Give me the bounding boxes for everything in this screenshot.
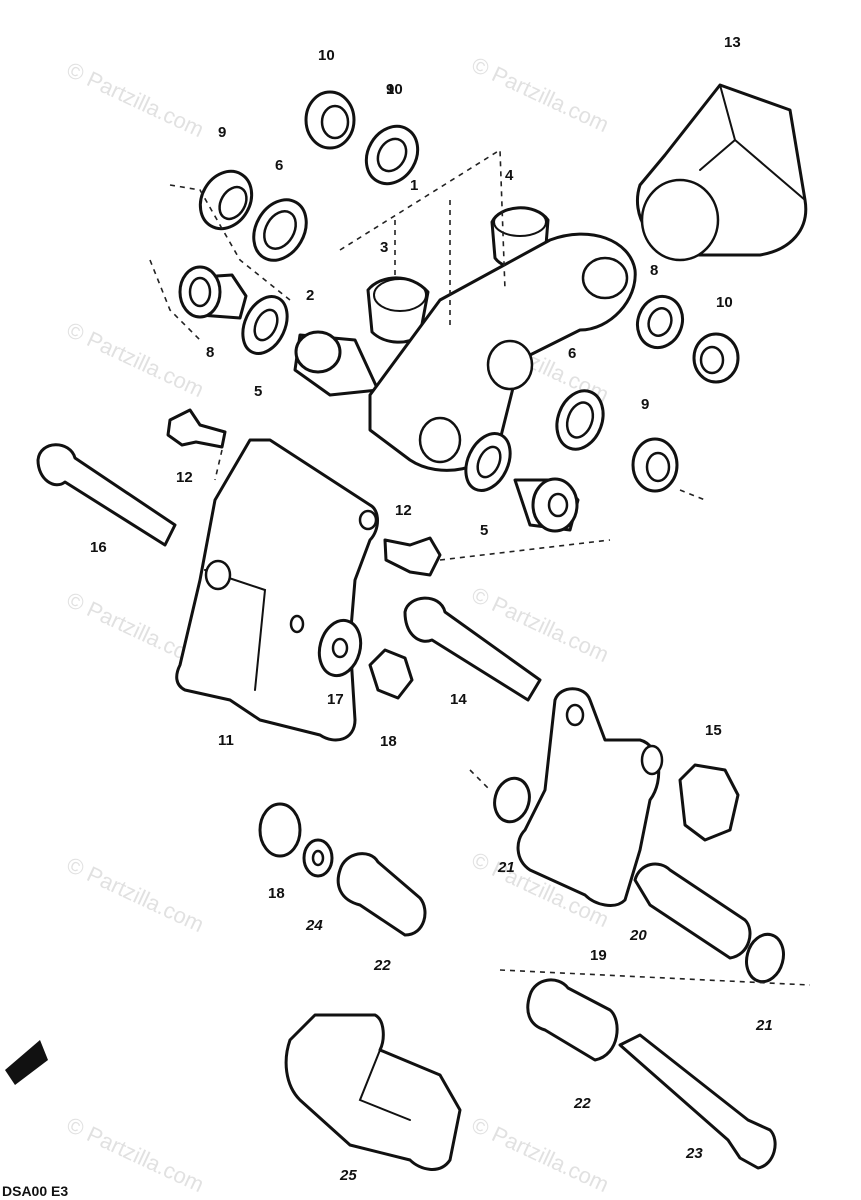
part-rod-19 (516, 687, 664, 907)
part-collar-18-bottom (258, 802, 302, 858)
watermark: © Partzilla.com (468, 52, 613, 137)
callout-7-right: 8 (650, 262, 658, 279)
callout-3: 3 (380, 239, 388, 256)
callout-25: 25 (339, 1167, 357, 1184)
part-bolt-16 (36, 443, 177, 547)
part-bearing-5-right (464, 432, 512, 492)
callout-16: 16 (90, 539, 107, 556)
callout-6: 6 (275, 157, 283, 174)
front-arrow-icon (5, 1040, 48, 1085)
part-spacer-20 (633, 862, 752, 960)
part-seal-7-right (635, 294, 685, 350)
watermark: © Partzilla.com (63, 57, 208, 142)
part-cover-13 (635, 83, 808, 262)
callout-4: 4 (505, 167, 514, 184)
callout-10: 10 (318, 47, 335, 64)
part-bracket-11 (175, 438, 379, 742)
part-bolt-12-left (166, 408, 227, 449)
part-spacer-2 (293, 330, 380, 397)
callout-7: 9 (386, 81, 394, 98)
callout-9-right: 9 (641, 396, 649, 413)
part-shaft-22-right (526, 978, 619, 1062)
callout-9: 9 (218, 124, 226, 141)
callout-22-right: 22 (573, 1095, 591, 1112)
part-collar-21-left (493, 776, 531, 824)
callout-21: 21 (497, 859, 515, 876)
callout-8: 8 (206, 344, 214, 361)
callout-5-right: 5 (480, 522, 488, 539)
part-collar-10-top (304, 90, 356, 150)
part-seal-6-left (252, 198, 308, 262)
callout-7: 10 (386, 81, 403, 98)
part-seal-7-top (364, 124, 420, 186)
callout-2: 2 (306, 287, 314, 304)
part-collar-9-right (631, 437, 679, 493)
callouts: 10 10 9 13 9 6 1 4 3 2 8 10 8 6 5 9 12 1… (90, 34, 773, 1184)
leader-lines (149, 148, 811, 986)
part-shaft-22-left (336, 852, 427, 937)
callout-19: 19 (590, 947, 607, 964)
part-bolt-12-right (383, 536, 442, 577)
callout-6-right: 6 (568, 345, 576, 362)
part-bush-3 (366, 276, 430, 344)
watermark: © Partzilla.com (468, 1112, 613, 1197)
part-guard-25 (284, 1013, 462, 1171)
part-nut-18-top (368, 648, 414, 700)
callout-1: 1 (410, 177, 418, 194)
callout-18: 18 (380, 733, 397, 750)
callout-22: 22 (373, 957, 391, 974)
part-washer-24 (302, 838, 334, 878)
part-bolt-23 (618, 1033, 777, 1170)
part-collar-9-left (198, 169, 254, 231)
part-lever-6 (368, 232, 637, 472)
diagram-code: DSA00 E3 (2, 1183, 68, 1199)
callout-5: 5 (254, 383, 262, 400)
callout-14: 14 (450, 691, 467, 708)
callout-12-right: 12 (395, 502, 412, 519)
callout-20: 20 (629, 927, 647, 944)
callout-23: 23 (685, 1145, 703, 1162)
part-seal-6-right (555, 389, 605, 451)
part-collar-21-right (745, 932, 785, 984)
callout-12: 12 (176, 469, 193, 486)
callout-15: 15 (705, 722, 722, 739)
parts (5, 83, 808, 1171)
callout-18-bottom: 18 (268, 885, 285, 902)
watermark: © Partzilla.com (63, 1112, 208, 1197)
part-sleeve-right (513, 477, 580, 533)
part-sleeve-8 (178, 265, 248, 320)
part-bearing-5-left (241, 295, 289, 355)
callout-17: 17 (327, 691, 344, 708)
callout-11: 11 (218, 732, 234, 749)
callout-21-right: 21 (755, 1017, 773, 1034)
watermark: © Partzilla.com (63, 317, 208, 402)
part-collar-10-right (692, 332, 740, 384)
part-washer-17 (317, 618, 363, 678)
watermark: © Partzilla.com (63, 852, 208, 937)
callout-24: 24 (305, 917, 323, 934)
part-bolt-14 (403, 596, 542, 702)
callout-13: 13 (724, 34, 741, 51)
part-nut-15 (678, 763, 740, 842)
callout-10-right: 10 (716, 294, 733, 311)
